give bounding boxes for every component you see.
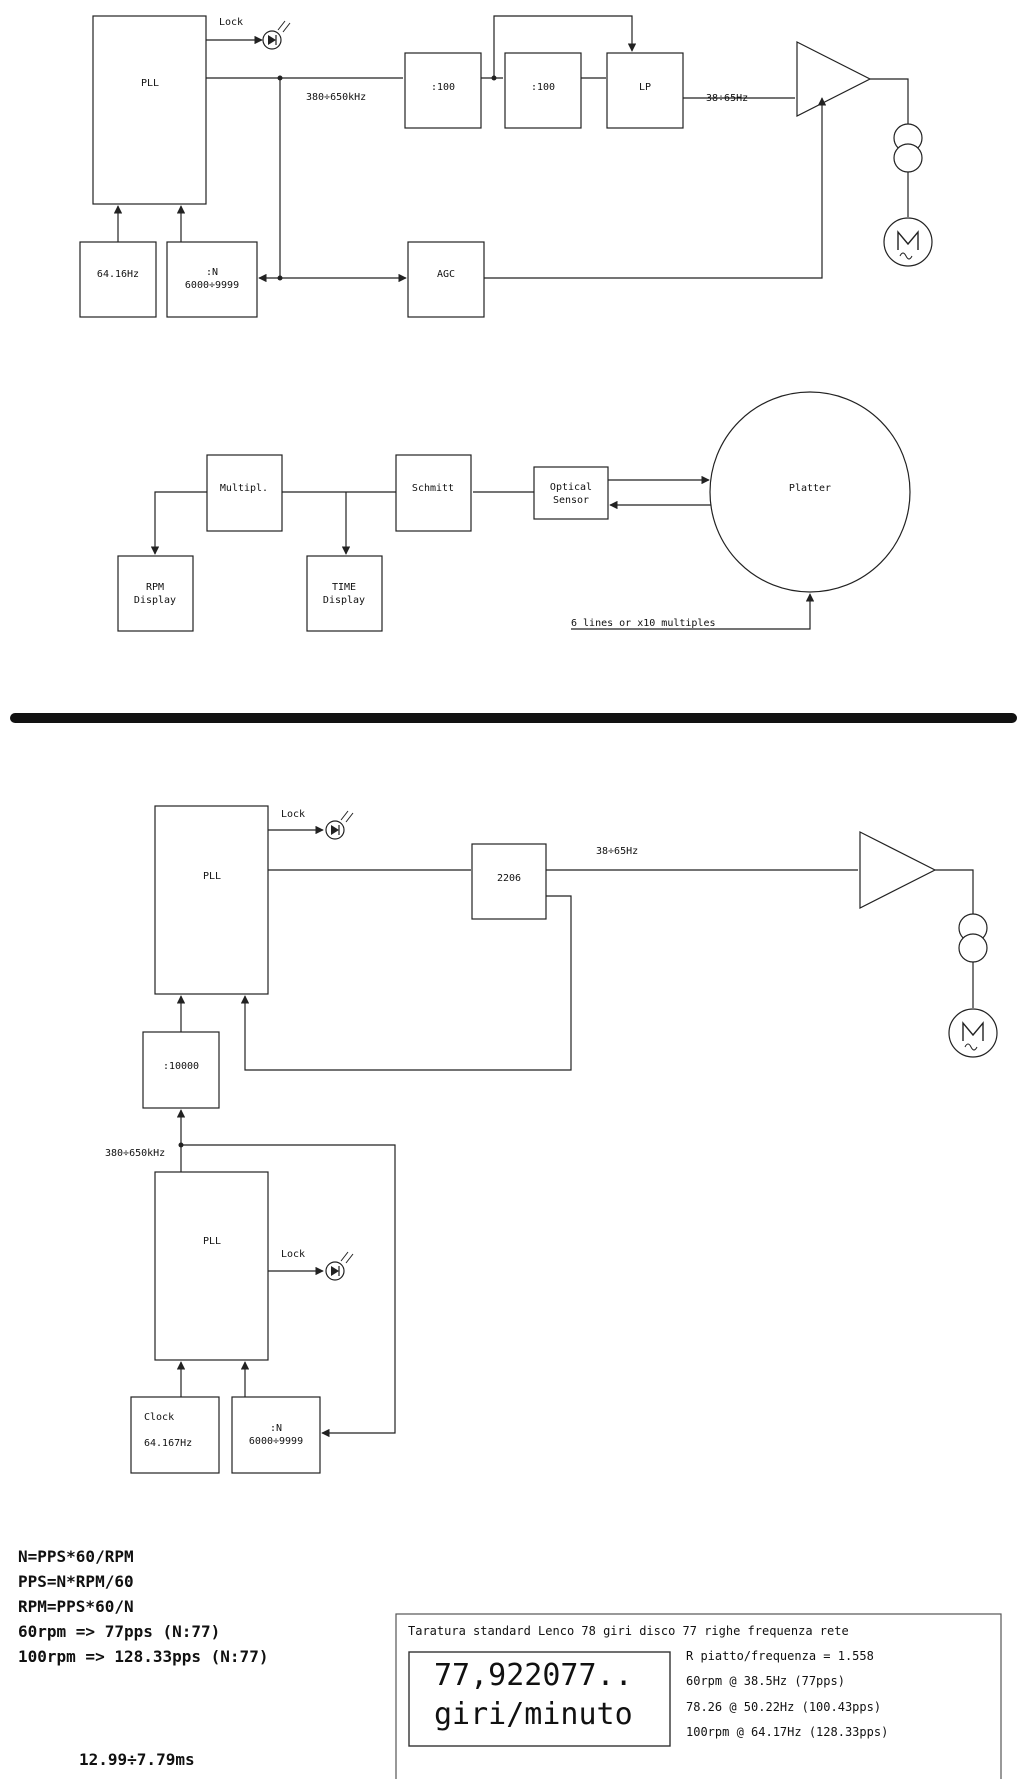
platter-icon — [709, 391, 911, 593]
top-diagram: PLL Lock 380÷650kHz :100 :100 LP 38÷65Hz — [79, 15, 933, 318]
schmitt-block — [395, 454, 472, 532]
multipl-block — [206, 454, 283, 532]
chip-2206-label: 2206 — [497, 873, 521, 884]
divn-block — [166, 241, 258, 318]
freq-label: 380÷650kHz — [306, 92, 366, 103]
pll-lower-block — [154, 1171, 269, 1361]
bottom-diagram: PLL Lock 2206 38÷65Hz :10000 — [105, 805, 998, 1474]
chip-2206-block — [471, 843, 547, 920]
calibration-line-1: R piatto/frequenza = 1.558 — [686, 1649, 874, 1663]
formula-3: RPM=PPS*60/N — [18, 1597, 134, 1616]
clock-label-a: Clock — [144, 1412, 174, 1423]
lock-label: Lock — [219, 17, 243, 28]
sensor-diagram: Multipl. Schmitt Optical Sensor Platter … — [117, 391, 911, 632]
formula-5: 100rpm => 128.33pps (N:77) — [18, 1647, 268, 1666]
ref-clock-block — [79, 241, 157, 318]
divn-lower-block — [231, 1396, 321, 1474]
platter-label: Platter — [789, 483, 831, 494]
formula-2: PPS=N*RPM/60 — [18, 1572, 134, 1591]
calibration-line-3: 78.26 @ 50.22Hz (100.43pps) — [686, 1700, 881, 1714]
optical-label-a: Optical — [550, 482, 592, 493]
formulas: N=PPS*60/RPM PPS=N*RPM/60 RPM=PPS*60/N 6… — [18, 1547, 268, 1769]
rpm-display-block — [117, 555, 194, 632]
transformer-icon — [958, 913, 988, 963]
motor-icon — [883, 217, 933, 267]
div10000-label: :10000 — [163, 1061, 199, 1072]
rpm-label-a: RPM — [146, 582, 164, 593]
optical-label-b: Sensor — [553, 495, 589, 506]
ref-clock-label: 64.16Hz — [97, 269, 139, 280]
calibration-line-4: 100rpm @ 64.17Hz (128.33pps) — [686, 1725, 888, 1739]
div100-block-1 — [404, 52, 482, 129]
optical-sensor-block — [533, 466, 609, 520]
divn-label-a: :N — [206, 267, 218, 278]
lp-block — [606, 52, 684, 129]
clock-block — [130, 1396, 220, 1474]
div100-label-2: :100 — [531, 82, 555, 93]
time-label-a: TIME — [332, 582, 356, 593]
agc-block — [407, 241, 485, 318]
lock-upper-label: Lock — [281, 809, 305, 820]
calibration-title: Taratura standard Lenco 78 giri disco 77… — [408, 1624, 849, 1638]
formula-1: N=PPS*60/RPM — [18, 1547, 134, 1566]
period-label: 12.99÷7.79ms — [79, 1750, 195, 1769]
motor-icon — [948, 1008, 998, 1058]
calibration-readout — [408, 1651, 671, 1747]
led-icon — [325, 1251, 354, 1281]
out-freq-label-bottom: 38÷65Hz — [596, 846, 638, 857]
lock-lower-label: Lock — [281, 1249, 305, 1260]
pll-block — [92, 15, 207, 205]
pll-upper-block — [154, 805, 269, 995]
pll-upper-label: PLL — [203, 871, 221, 882]
div100-block-2 — [504, 52, 582, 129]
lp-label: LP — [639, 82, 651, 93]
formula-4: 60rpm => 77pps (N:77) — [18, 1622, 220, 1641]
freq-label-bottom: 380÷650kHz — [105, 1148, 165, 1159]
calibration-big-1: 77,922077.. — [434, 1658, 633, 1693]
pll-lower-label: PLL — [203, 1236, 221, 1247]
transformer-icon — [893, 123, 923, 173]
agc-label: AGC — [437, 269, 455, 280]
lines-label: 6 lines or x10 multiples — [571, 618, 716, 629]
amplifier-icon — [796, 41, 872, 117]
div100-label-1: :100 — [431, 82, 455, 93]
calibration-line-2: 60rpm @ 38.5Hz (77pps) — [686, 1674, 845, 1688]
led-icon — [262, 20, 291, 50]
schmitt-label: Schmitt — [412, 483, 454, 494]
pll-label: PLL — [141, 78, 159, 89]
rpm-label-b: Display — [134, 595, 176, 606]
led-icon — [325, 810, 354, 840]
time-display-block — [306, 555, 383, 632]
divn-lower-label-a: :N — [270, 1423, 282, 1434]
amplifier-icon — [859, 831, 937, 909]
out-freq-label: 38÷65Hz — [706, 93, 748, 104]
calibration-big-2: giri/minuto — [434, 1697, 633, 1732]
multipl-label: Multipl. — [220, 483, 268, 494]
divn-label-b: 6000÷9999 — [185, 280, 239, 291]
time-label-b: Display — [323, 595, 365, 606]
calibration-panel: Taratura standard Lenco 78 giri disco 77… — [395, 1613, 1002, 1779]
clock-label-b: 64.167Hz — [144, 1438, 192, 1449]
divn-lower-label-b: 6000÷9999 — [249, 1436, 303, 1447]
